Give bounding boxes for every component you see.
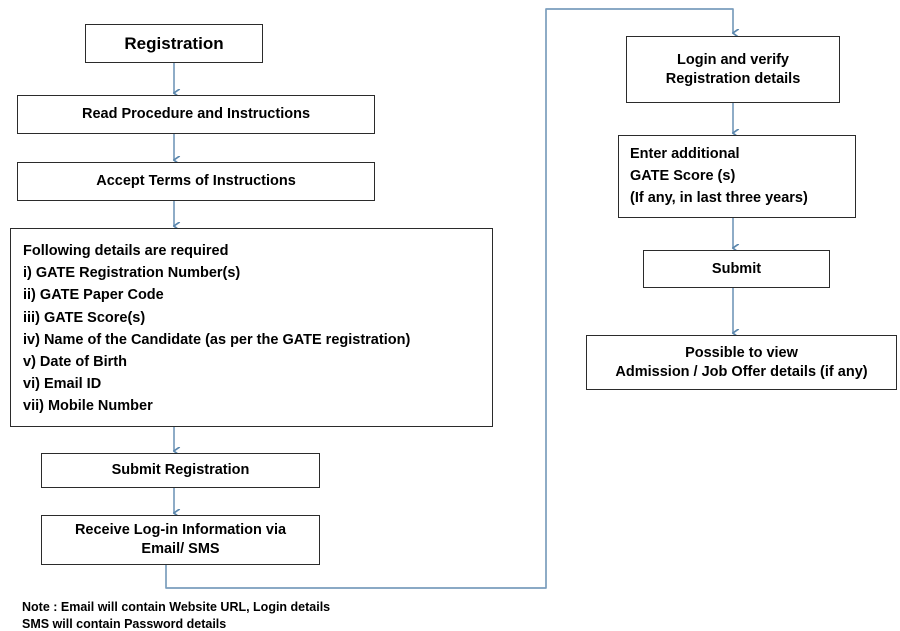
node-possible-to-view-label: Possible to view Admission / Job Offer d… [615,344,868,380]
node-accept-terms: Accept Terms of Instructions [17,162,375,201]
node-accept-terms-label: Accept Terms of Instructions [96,173,296,190]
node-receive-login-information-label: Receive Log-in Information via Email/ SM… [74,522,287,557]
node-login-and-verify-label: Login and verify Registration details [665,51,801,87]
node-read-procedure: Read Procedure and Instructions [17,95,375,134]
node-enter-additional-gate-score: Enter additional GATE Score (s) (If any,… [618,135,856,218]
footnote: Note : Email will contain Website URL, L… [22,600,331,631]
node-details-required-label: Following details are required i) GATE R… [23,243,411,415]
node-submit-registration-label: Submit Registration [111,462,250,479]
node-submit-registration: Submit Registration [41,453,320,488]
node-login-and-verify: Login and verify Registration details [626,36,840,103]
node-receive-login-information: Receive Log-in Information via Email/ SM… [41,515,320,565]
node-submit-label: Submit [711,260,762,277]
node-registration-label: Registration [124,33,224,53]
node-details-required: Following details are required i) GATE R… [10,228,493,427]
node-registration: Registration [85,24,263,63]
node-read-procedure-label: Read Procedure and Instructions [81,106,311,123]
node-possible-to-view: Possible to view Admission / Job Offer d… [586,335,897,390]
node-enter-additional-gate-score-label: Enter additional GATE Score (s) (If any,… [630,146,808,206]
node-submit: Submit [643,250,830,288]
